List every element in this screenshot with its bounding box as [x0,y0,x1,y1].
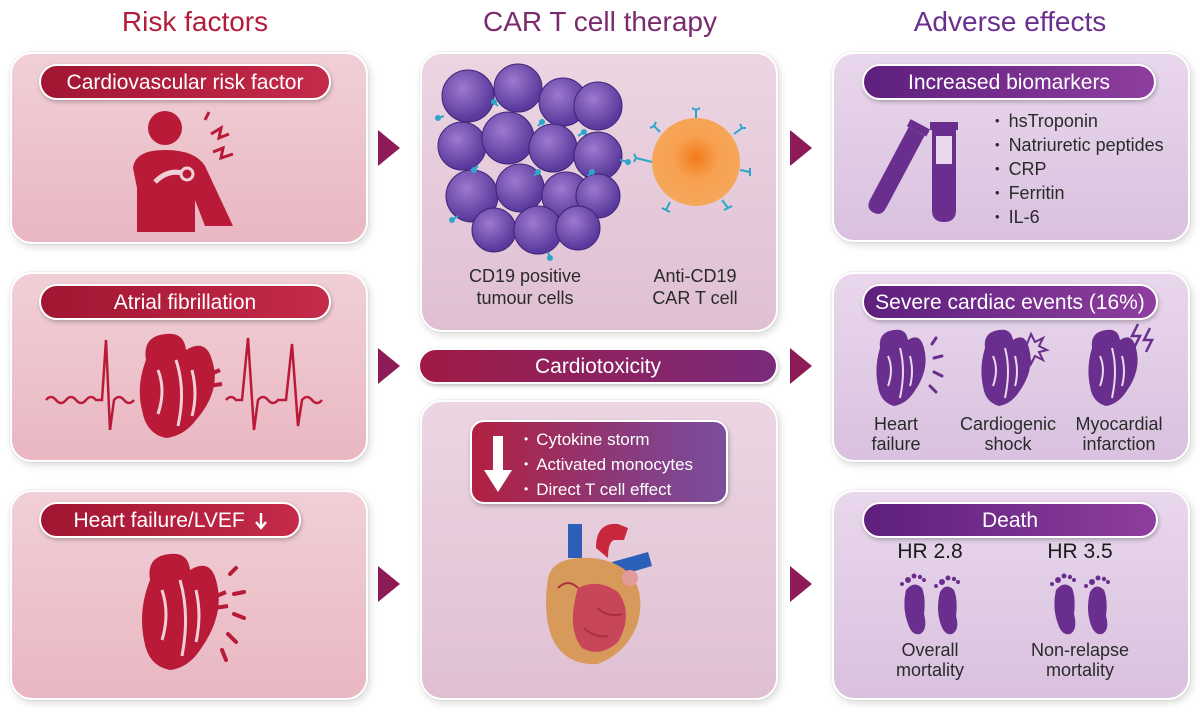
ecg-heart-icon [45,333,323,438]
car-t-cell-icon [633,107,751,213]
heart-failure-event-icon [876,329,944,406]
arrow-risk-to-car-2 [378,348,400,384]
arrow-risk-to-car-3 [378,566,400,602]
heart-failure-label: Heart failure/LVEF [73,509,245,532]
tumour-cells-icon [435,63,631,261]
atrial-fibrillation-pill: Atrial fibrillation [39,284,331,320]
heart-icon [142,553,246,670]
down-arrow-icon [484,436,512,492]
arrow-car-to-adverse-2 [790,348,812,384]
nonrelapse-label-1: Non-relapse [1030,640,1130,660]
down-arrow-small-icon [254,513,267,531]
biomarker-item: hsTroponin [995,110,1164,134]
mechanism-list: Cytokine storm Activated monocytes Direc… [524,428,693,503]
biomarkers-pill: Increased biomarkers [862,64,1156,100]
footprints-icon [900,573,960,635]
mechanism-item: Cytokine storm [524,428,693,453]
footprints-icon [1050,573,1110,635]
mechanism-box: Cytokine storm Activated monocytes Direc… [470,420,728,504]
event-label-cs-1: Cardiogenic [959,414,1057,434]
heart-failure-pill: Heart failure/LVEF [39,502,301,538]
person-chest-pain-icon [133,111,234,232]
severe-events-pill: Severe cardiac events (16%) [862,284,1158,320]
hr-overall: HR 2.8 [897,540,963,563]
adverse-effects-title: Adverse effects [913,6,1107,37]
event-label-mi-1: Myocardial [1075,414,1163,434]
cardiogenic-shock-icon [981,329,1050,406]
arrow-car-to-adverse-1 [790,130,812,166]
event-label-hf-2: failure [871,434,921,454]
event-label-mi-2: infarction [1082,434,1156,454]
biomarker-list: hsTroponin Natriuretic peptides CRP Ferr… [995,110,1164,230]
biomarker-item: IL-6 [995,206,1164,230]
cart-label-2: CAR T cell [652,288,738,308]
overall-label-1: Overall [901,640,959,660]
cardiovascular-risk-pill: Cardiovascular risk factor [39,64,331,100]
biomarker-item: Natriuretic peptides [995,134,1164,158]
tumour-label-1: CD19 positive [468,266,582,286]
anatomical-heart-icon [546,523,652,665]
overall-label-2: mortality [895,660,964,680]
tumour-label-2: tumour cells [476,288,574,308]
arrow-risk-to-car-1 [378,130,400,166]
test-tubes-icon [868,119,958,222]
biomarker-item: CRP [995,158,1164,182]
cardiotoxicity-pill: Cardiotoxicity [418,348,778,384]
biomarker-item: Ferritin [995,182,1164,206]
myocardial-infarction-icon [1088,323,1155,406]
nonrelapse-label-2: mortality [1045,660,1114,680]
car-t-title: CAR T cell therapy [483,6,717,37]
cart-label-1: Anti-CD19 [653,266,737,286]
death-pill: Death [862,502,1158,538]
event-label-hf-1: Heart [873,414,918,434]
event-label-cs-2: shock [984,434,1032,454]
mechanism-item: Direct T cell effect [524,478,693,503]
hr-nonrelapse: HR 3.5 [1047,540,1113,563]
arrow-car-to-adverse-3 [790,566,812,602]
risk-factors-title: Risk factors [121,6,269,37]
mechanism-item: Activated monocytes [524,453,693,478]
